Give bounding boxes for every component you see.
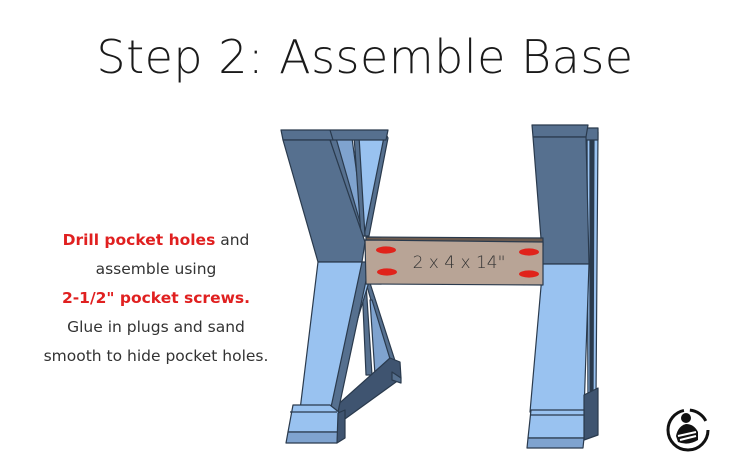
instruction-line-2: assemble using — [95, 260, 217, 278]
pocket-hole — [519, 270, 539, 278]
instruction-highlight-drill: Drill pocket holes — [62, 231, 216, 249]
right-leg — [526, 124, 599, 449]
pocket-hole — [377, 268, 397, 276]
pocket-hole — [519, 248, 539, 256]
instructions-text: Drill pocket holes and assemble using 2-… — [22, 226, 290, 371]
board-dimension-label: 2 x 4 x 14" — [413, 253, 506, 273]
instruction-line-1: Drill pocket holes and — [22, 226, 290, 255]
pocket-hole — [376, 246, 396, 254]
stretcher-board — [364, 236, 544, 286]
woodworker-logo-icon — [666, 408, 710, 452]
left-leg — [280, 129, 402, 444]
page-title: Step 2: Assemble Base — [96, 30, 634, 84]
instruction-text: and — [215, 231, 250, 249]
instruction-highlight-screws: 2-1/2" pocket screws. — [61, 289, 251, 307]
instruction-line-4: Glue in plugs and sand — [67, 318, 245, 336]
pocket-holes — [376, 246, 539, 278]
instruction-line-5: smooth to hide pocket holes. — [43, 347, 269, 365]
